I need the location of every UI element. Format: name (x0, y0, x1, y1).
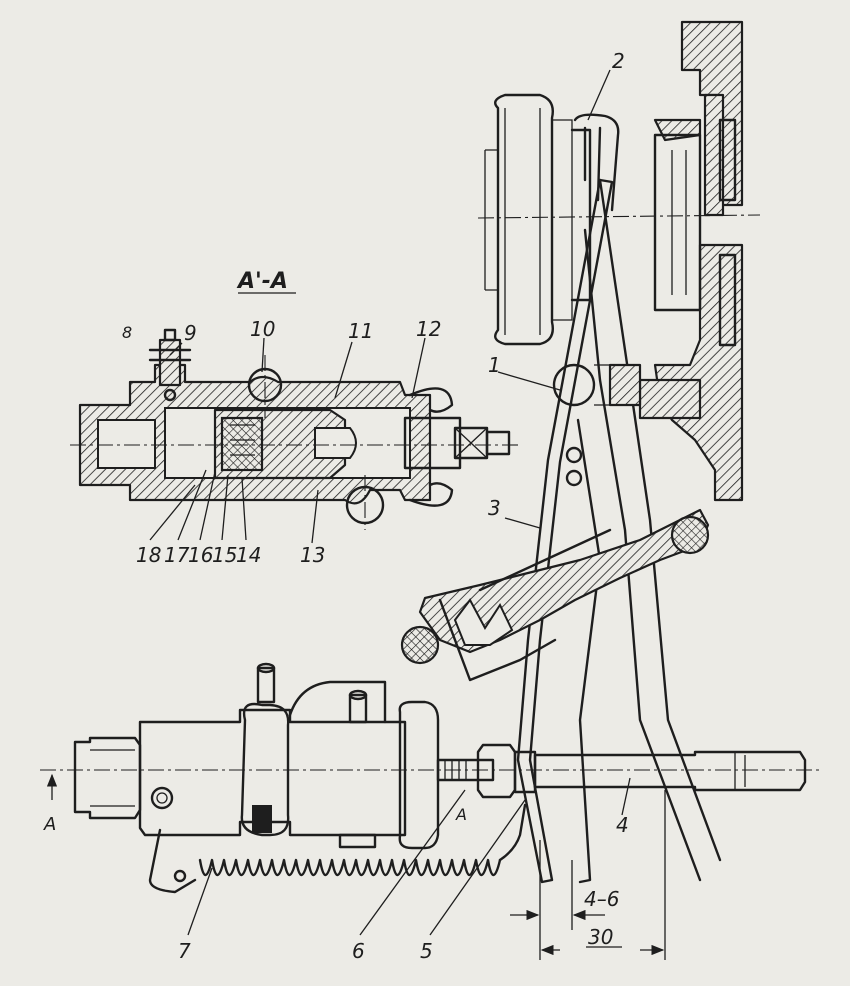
rod-marker-label: А (455, 805, 467, 824)
pedal-lever (516, 178, 614, 884)
pushrod-section (403, 416, 462, 470)
stray-mark: 8 (122, 323, 132, 342)
clutch-housing-assembly (477, 20, 761, 502)
housing-lower-web (653, 243, 744, 502)
label-part-6: 6 (352, 939, 365, 963)
label-part-1: 1 (488, 353, 501, 377)
cylinder-body (138, 708, 407, 837)
label-part-5: 5 (420, 939, 433, 963)
label-part-14: 14 (236, 543, 261, 567)
label-part-4: 4 (616, 813, 629, 837)
section-title: А'-А (236, 269, 288, 294)
housing-flange (653, 118, 702, 142)
shaft-centerline (477, 214, 761, 219)
master-cylinder-view (40, 662, 820, 894)
label-part-13: 13 (300, 543, 325, 567)
housing-bore (638, 378, 702, 420)
clutch-pushrod (533, 750, 807, 792)
release-fork-lever (583, 178, 722, 882)
dimension-stroke: 30 (588, 925, 613, 949)
label-part-3: 3 (488, 496, 501, 520)
rubber-boot (400, 508, 710, 682)
pedal-pivot (552, 363, 596, 407)
label-part-18: 18 (136, 543, 161, 567)
label-part-10: 10 (250, 317, 275, 341)
release-bearing (653, 133, 702, 312)
label-part-17: 17 (164, 543, 190, 567)
cup-seal (220, 416, 264, 472)
label-part-15: 15 (212, 543, 237, 567)
pivot-boss (608, 363, 642, 407)
dimension-lines (510, 790, 666, 960)
label-part-12: 12 (416, 317, 441, 341)
label-part-9: 9 (184, 321, 197, 345)
section-view-a-a (70, 292, 520, 530)
label-part-11: 11 (348, 319, 373, 343)
mounting-clamp (240, 702, 290, 837)
boot-clamp-lower (400, 625, 440, 665)
view-arrow-label: А (43, 814, 56, 835)
return-spring (198, 858, 502, 877)
label-part-16: 16 (188, 543, 213, 567)
boot-clamp-upper (670, 515, 710, 555)
leader-lines (149, 69, 631, 936)
pulley-drum (484, 93, 592, 346)
locknut (476, 743, 517, 799)
label-part-2: 2 (612, 49, 625, 73)
label-part-7: 7 (178, 939, 191, 963)
annotations: А'-А 1 2 3 4 5 6 7 9 10 11 12 13 14 15 1… (43, 49, 629, 963)
pedal-lever-assembly (516, 178, 722, 884)
dimension-gap: 4–6 (584, 887, 619, 911)
